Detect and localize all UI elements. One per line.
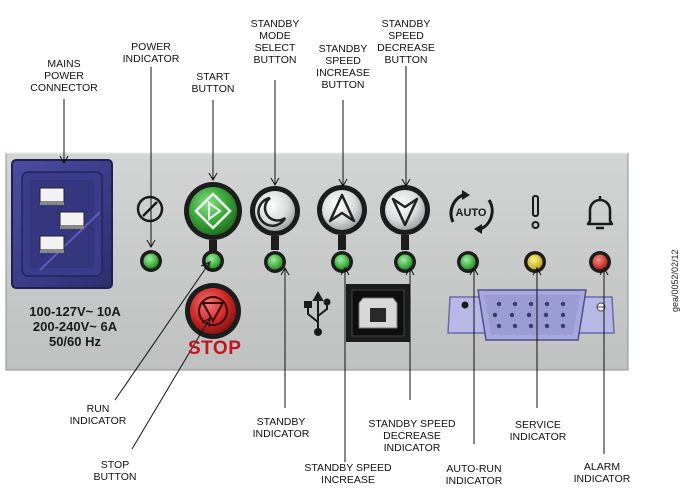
standby-speed-increase-led — [331, 251, 353, 273]
standby-indicator-led — [264, 251, 286, 273]
service-indicator-led — [524, 251, 546, 273]
drawing-code: gea/0052/02/12 — [670, 249, 680, 312]
label-standby-speed-decrease-button: STANDBY SPEED DECREASE BUTTON — [377, 18, 435, 66]
usb-b-port[interactable] — [346, 284, 410, 342]
db15-pin — [528, 323, 534, 329]
standby-speed-decrease-button[interactable] — [380, 185, 430, 250]
leader-lines — [59, 66, 609, 462]
auto-cycle-icon: AUTO — [449, 190, 494, 234]
usb-icon — [304, 290, 331, 336]
label-standby-indicator: STANDBY INDICATOR — [252, 416, 310, 440]
db15-pin — [544, 301, 550, 307]
label-run-indicator: RUN INDICATOR — [69, 403, 127, 427]
label-standby-speed-decrease-indicator: STANDBY SPEED DECREASE INDICATOR — [368, 418, 456, 454]
db15-pin — [496, 301, 502, 307]
label-auto-run-indicator: AUTO-RUN INDICATOR — [445, 463, 503, 487]
power-indicator-led — [140, 250, 162, 272]
label-mains-power-connector: MAINS POWER CONNECTOR — [30, 58, 98, 94]
stop-text: STOP — [188, 338, 242, 359]
bell-icon — [586, 196, 614, 230]
db15-pin — [544, 323, 550, 329]
standby-speed-increase-button[interactable] — [317, 185, 367, 250]
auto-run-indicator-led — [457, 251, 479, 273]
alarm-indicator-led — [589, 251, 611, 273]
db15-pin — [560, 312, 566, 318]
label-alarm-indicator: ALARM INDICATOR — [573, 461, 631, 485]
stop-icon — [201, 302, 225, 324]
up-chevron-icon — [328, 193, 356, 223]
db15-pin — [543, 312, 549, 318]
label-standby-mode-select-button: STANDBY MODE SELECT BUTTON — [250, 18, 300, 66]
standby-speed-decrease-led — [394, 251, 416, 273]
db15-pin — [528, 301, 534, 307]
exclamation-icon — [531, 195, 540, 229]
down-chevron-icon — [391, 197, 419, 227]
db15-port[interactable] — [447, 289, 615, 341]
start-button[interactable] — [184, 182, 242, 252]
voltage-spec: 100-127V~ 10A 200-240V~ 6A 50/60 Hz — [29, 304, 121, 349]
db15-pin — [560, 323, 566, 329]
db15-pin — [509, 312, 515, 318]
power-standby-icon — [136, 195, 164, 223]
label-start-button: START BUTTON — [191, 71, 235, 95]
label-service-indicator: SERVICE INDICATOR — [509, 419, 567, 443]
auto-text: AUTO — [456, 207, 487, 219]
db15-pin — [496, 323, 502, 329]
label-standby-speed-increase: STANDBY SPEED INCREASE — [304, 462, 392, 486]
standby-mode-select-button[interactable] — [250, 186, 300, 250]
db15-pin — [526, 312, 532, 318]
label-standby-speed-increase-button: STANDBY SPEED INCREASE BUTTON — [316, 43, 370, 91]
label-power-indicator: POWER INDICATOR — [122, 41, 180, 65]
label-stop-button: STOP BUTTON — [93, 459, 137, 483]
mains-power-connector[interactable] — [11, 159, 113, 289]
db15-pin — [512, 323, 518, 329]
db15-pin — [512, 301, 518, 307]
stop-button[interactable] — [185, 283, 241, 339]
db15-pin — [560, 301, 566, 307]
db15-pin — [492, 312, 498, 318]
moon-icon — [257, 196, 287, 228]
